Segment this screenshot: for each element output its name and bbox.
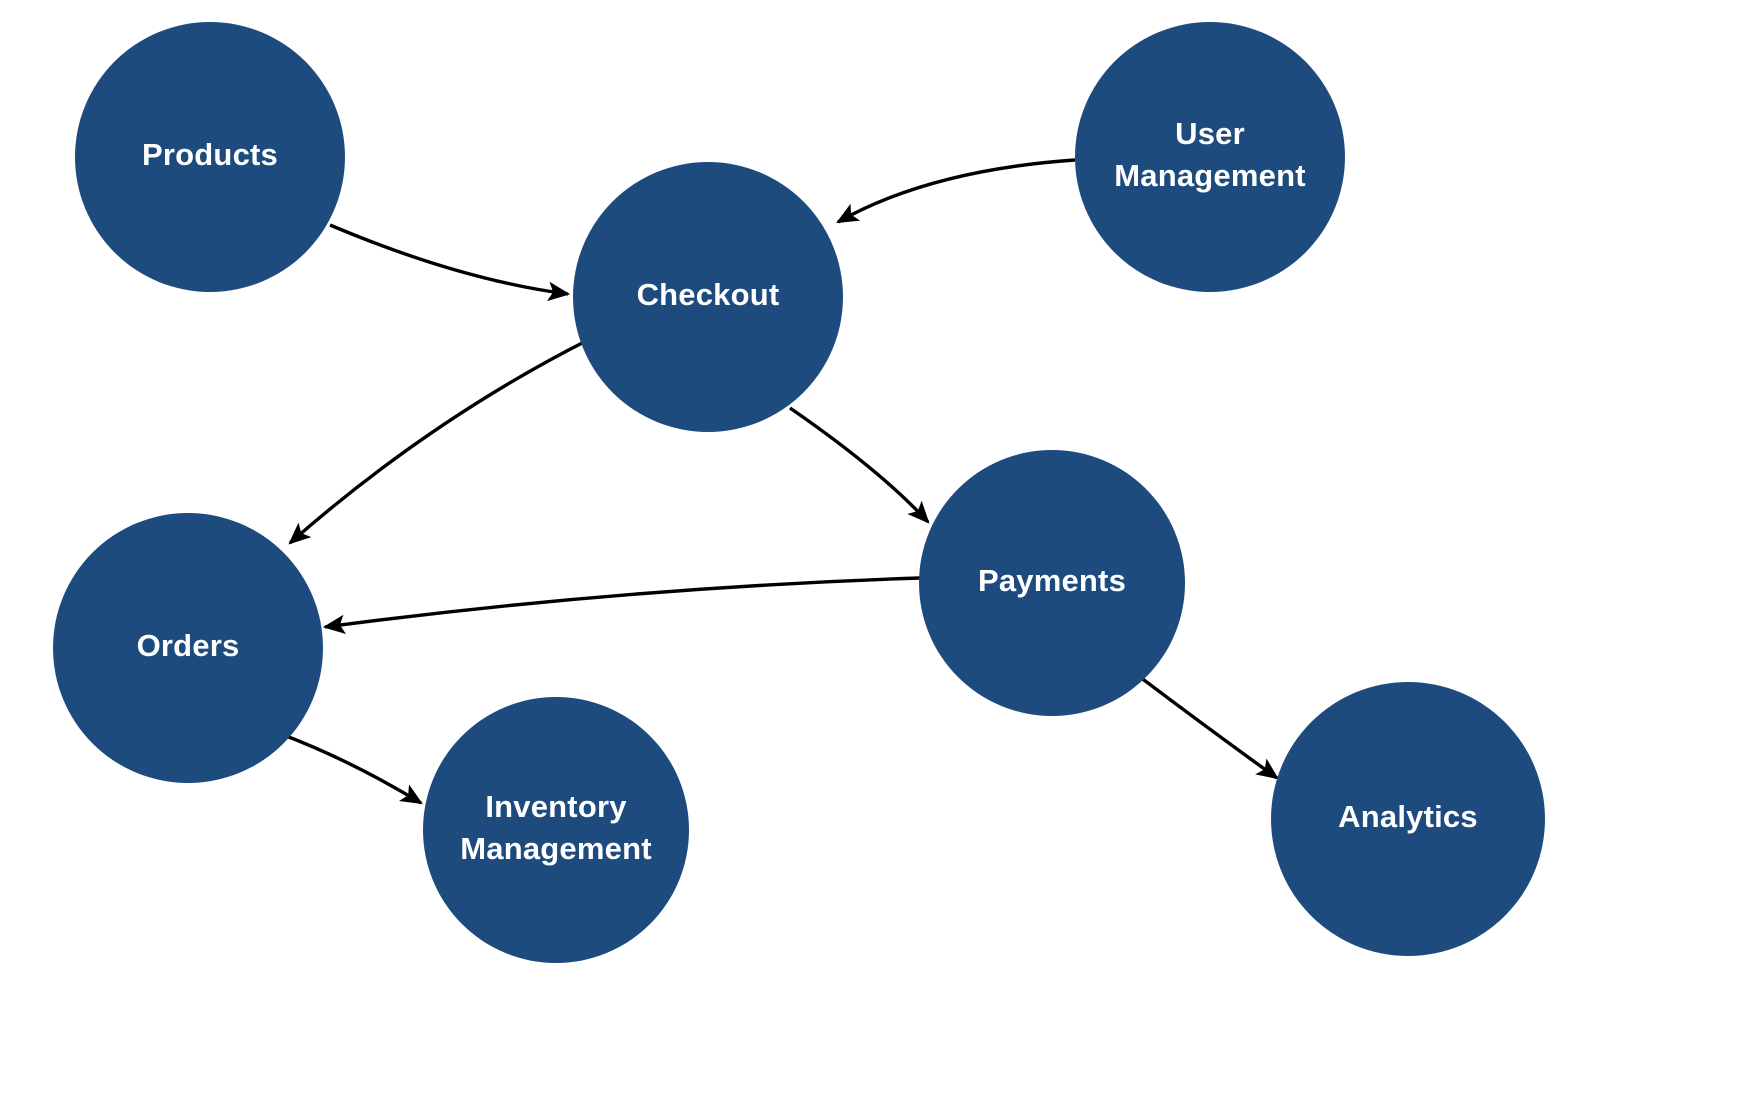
edge-arrow-checkout-to-payments xyxy=(789,406,930,524)
edge-hitarea[interactable] xyxy=(325,578,920,627)
edge-arrow-checkout-to-orders xyxy=(288,338,589,545)
edge-hitarea[interactable] xyxy=(838,160,1075,222)
node-circle-analytics[interactable] xyxy=(1271,682,1545,956)
node-circle-payments[interactable] xyxy=(919,450,1185,716)
edge-hitarea[interactable] xyxy=(281,734,421,803)
edge-hitarea[interactable] xyxy=(330,225,568,294)
node-analytics[interactable]: Analytics xyxy=(1271,682,1545,956)
edge-checkout-to-payments[interactable] xyxy=(789,406,930,524)
node-checkout[interactable]: Checkout xyxy=(573,162,843,432)
edge-products-to-checkout[interactable] xyxy=(329,223,571,302)
edge-arrow-orders-to-inventory-management xyxy=(280,732,423,805)
node-products[interactable]: Products xyxy=(75,22,345,292)
edge-payments-to-analytics[interactable] xyxy=(1134,672,1279,780)
edge-orders-to-inventory-management[interactable] xyxy=(280,732,423,805)
edge-arrow-products-to-checkout xyxy=(329,223,571,302)
edge-arrow-payments-to-orders xyxy=(322,576,921,635)
node-circle-orders[interactable] xyxy=(53,513,323,783)
edge-hitarea[interactable] xyxy=(790,408,928,522)
edge-user-management-to-checkout[interactable] xyxy=(836,158,1076,224)
node-circle-checkout[interactable] xyxy=(573,162,843,432)
node-circle-inventory-management[interactable] xyxy=(423,697,689,963)
node-payments[interactable]: Payments xyxy=(919,450,1185,716)
edge-payments-to-orders[interactable] xyxy=(322,576,921,635)
edge-arrow-payments-to-analytics xyxy=(1134,672,1279,780)
edge-arrow-user-management-to-checkout xyxy=(836,158,1076,224)
edge-hitarea[interactable] xyxy=(290,340,588,543)
edge-checkout-to-orders[interactable] xyxy=(288,338,589,545)
node-orders[interactable]: Orders xyxy=(53,513,323,783)
edges-layer xyxy=(280,158,1279,805)
node-circle-user-management[interactable] xyxy=(1075,22,1345,292)
node-circle-products[interactable] xyxy=(75,22,345,292)
